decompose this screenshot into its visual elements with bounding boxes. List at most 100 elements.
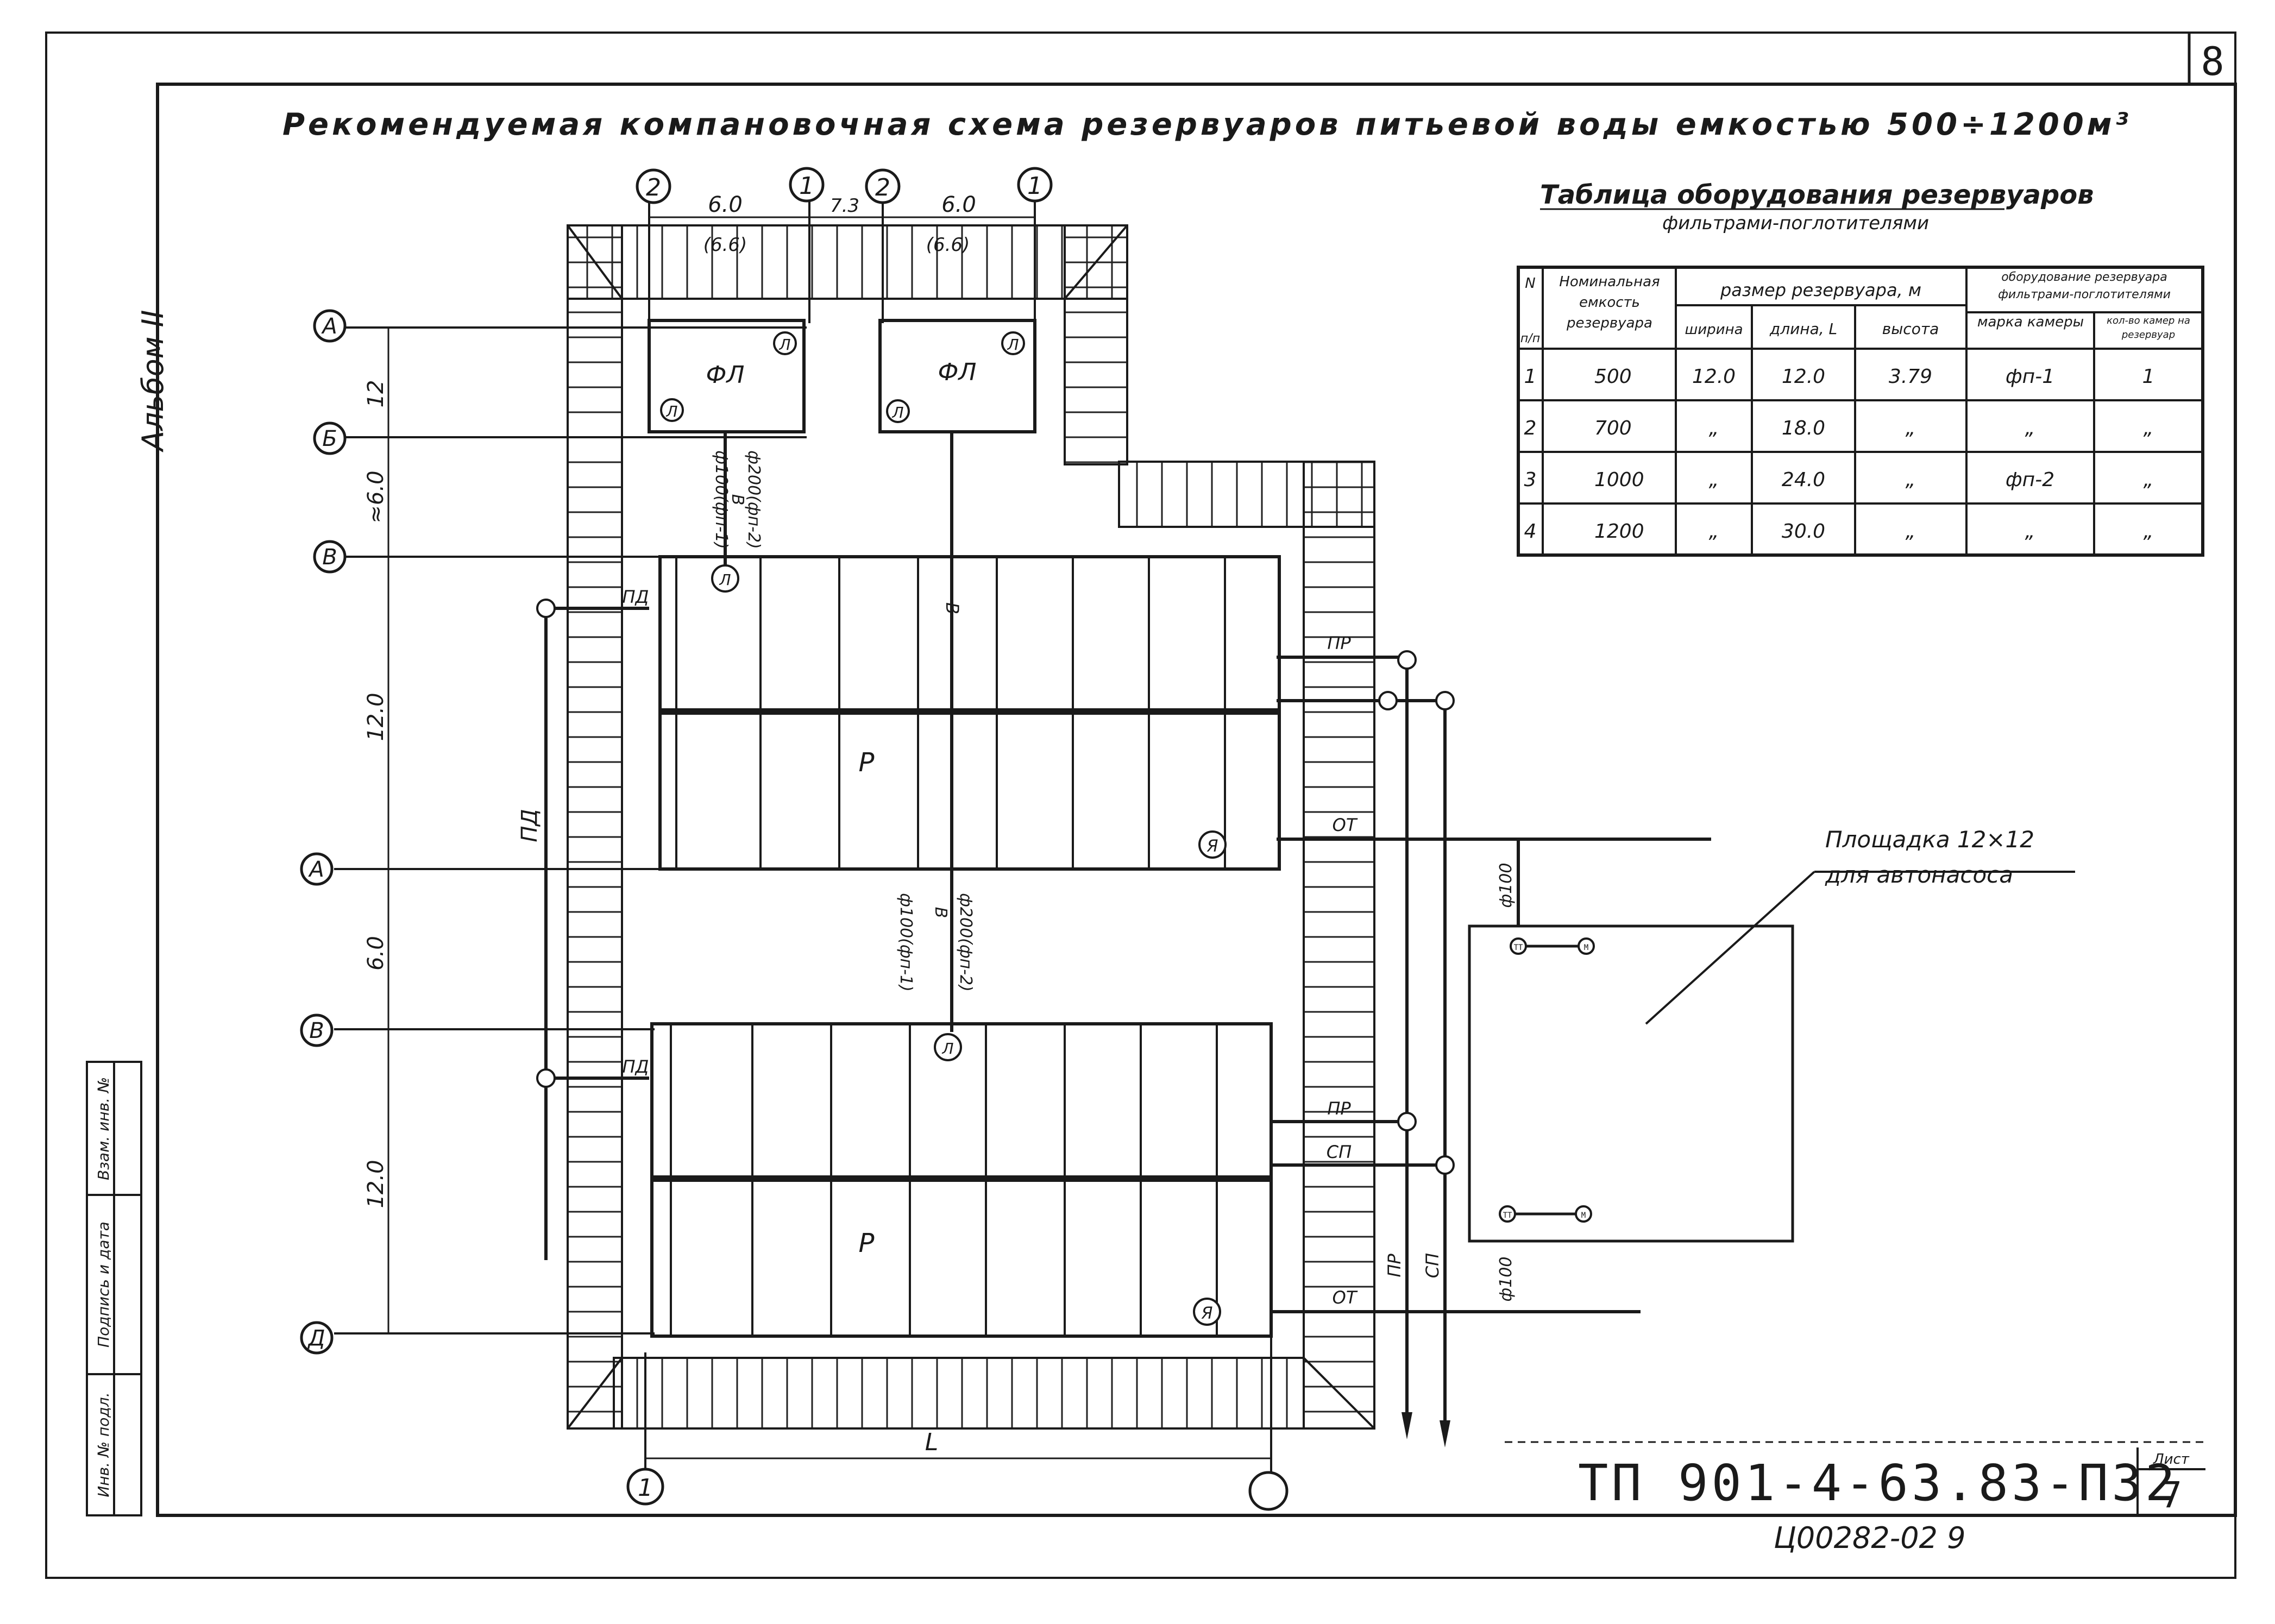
valve-marker-label: Л <box>665 402 677 420</box>
hydrant-cap <box>1510 937 1527 955</box>
header-equip-group: оборудование резервуара фильтрами-поглот… <box>1998 270 2171 301</box>
pipe-label: ОТ <box>1333 1287 1358 1308</box>
svg-text:Б: Б <box>322 426 337 451</box>
pipe-label: В <box>728 494 747 506</box>
svg-text:„: „ <box>1906 417 1916 439</box>
dimension-label: 12.0 <box>363 1160 388 1208</box>
pump-pad <box>1468 871 2075 1243</box>
svg-text:„: „ <box>2025 417 2035 439</box>
svg-text:„: „ <box>2144 520 2154 543</box>
pipe-label: СП <box>1422 1253 1443 1278</box>
pipe-marker <box>934 1033 962 1061</box>
hydrant-cap <box>1499 1205 1516 1223</box>
pipe-label: ОТ <box>1333 815 1358 835</box>
archive-number: Ц00282-02 9 <box>1774 1521 1965 1555</box>
pipe-marker <box>711 564 739 593</box>
pipe-label: ф100(фп-1) <box>896 893 915 992</box>
header-qty: кол-во камер на резервуар <box>2107 315 2190 341</box>
dimension-line-left <box>380 326 397 1335</box>
valve-marker-label: Л <box>778 336 790 354</box>
sheet-value: 7 <box>2160 1474 2182 1516</box>
svg-text:„: „ <box>1709 417 1719 439</box>
header-capacity-box: Номинальная емкость резервуара <box>1559 274 1660 331</box>
title-block <box>1505 1441 2205 1516</box>
axis-bubble-empty <box>1248 1471 1289 1511</box>
table-row: 2 700 „ 18.0 „ „ „ <box>1524 417 2154 439</box>
filter-chamber-right: ФЛ Л Л <box>878 319 1036 433</box>
svg-text:3.79: 3.79 <box>1889 366 1932 388</box>
table-subtitle: фильтрами-поглотителями <box>1662 212 1929 234</box>
axis-bubble: 1 <box>789 167 825 203</box>
filter-label: ФЛ <box>706 361 745 389</box>
embankment <box>567 224 1375 1430</box>
pipe-junction <box>536 599 556 618</box>
pipe-main <box>724 432 953 1032</box>
pipe-label: СП <box>1327 1142 1352 1162</box>
svg-text:„: „ <box>2144 469 2154 491</box>
axis-bubble: 2 <box>865 168 901 204</box>
tank-marker <box>1198 830 1227 859</box>
header-size-group: размер резервуара, м <box>1720 280 1921 300</box>
sheet-number: 8 <box>2201 39 2224 84</box>
svg-text:24.0: 24.0 <box>1782 469 1825 491</box>
svg-text:В: В <box>309 1018 324 1043</box>
svg-text:2: 2 <box>646 174 661 202</box>
svg-text:500: 500 <box>1594 366 1632 388</box>
svg-text:700: 700 <box>1594 417 1632 439</box>
tank-marker-label: Я <box>1206 837 1218 856</box>
pipe-junction <box>1378 691 1398 710</box>
dimension-label: 6.0 <box>363 936 388 971</box>
pad-label-line1: Площадка 12×12 <box>1825 826 2034 853</box>
header-width: ширина <box>1685 322 1743 338</box>
valve-marker <box>660 398 684 422</box>
margin-stamp <box>86 1061 142 1516</box>
svg-text:Д: Д <box>307 1326 325 1351</box>
sheet-label: Лист <box>2153 1451 2190 1468</box>
svg-text:А: А <box>307 857 324 882</box>
pipe-label: ф200(фп-2) <box>956 893 975 992</box>
dimension-label: 6.0 <box>941 192 976 217</box>
pipe-label: В <box>931 907 950 918</box>
header-qty-box: кол-во камер на резервуар <box>2107 315 2190 341</box>
filter-label: ФЛ <box>938 358 977 386</box>
header-chamber-box: марка камеры <box>1977 314 2084 330</box>
pipe-junction <box>536 1068 556 1088</box>
svg-text:„: „ <box>1709 469 1719 491</box>
pipe-label: ПД <box>517 809 542 842</box>
tank-label: Р <box>859 747 875 778</box>
hydrant-cap <box>1578 937 1595 955</box>
pipe-junction <box>1397 650 1417 670</box>
hydrant-cap-label: М <box>1581 1211 1586 1220</box>
tank-marker <box>1193 1298 1221 1326</box>
pipe-arrows <box>1402 1412 1450 1447</box>
valve-marker <box>773 331 797 355</box>
sheet-frame <box>45 32 2237 1579</box>
filter-chamber-left: ФЛ Л Л <box>648 319 806 433</box>
pipe-right-network <box>1271 656 1711 1434</box>
axis-bubble: 1 <box>1017 167 1053 203</box>
header-num: п/п <box>1520 332 1540 345</box>
dimension-label: ≈6.0 <box>363 470 388 523</box>
header-length: длина, L <box>1769 320 1837 338</box>
pipe-label: В <box>942 602 963 614</box>
svg-text:1200: 1200 <box>1594 520 1644 543</box>
pipe-junction <box>1435 691 1455 710</box>
equipment-table: Таблица оборудования резервуаров фильтра… <box>1517 180 2204 557</box>
svg-text:„: „ <box>1709 520 1719 543</box>
pipe-pd <box>544 607 649 1260</box>
pipe-label: ПР <box>1384 1254 1405 1277</box>
tank-label: Р <box>859 1228 875 1258</box>
pad-label-line2: для автонасоса <box>1825 861 2013 888</box>
hydrant-cap-label: ТТ <box>1503 1211 1512 1220</box>
pipe-label: ПР <box>1327 633 1351 653</box>
stamp-signature-date: Подпись и дата <box>95 1222 112 1348</box>
header-chamber: марка камеры <box>1977 314 2084 330</box>
document-code: ТП 901-4-63.83-П32 <box>1578 1454 2178 1512</box>
svg-text:фп-1: фп-1 <box>2006 366 2054 388</box>
site-plan: ФЛ Л Л ФЛ Л Л <box>300 167 2075 1511</box>
svg-text:1: 1 <box>1524 366 1537 388</box>
pipe-label: ф100 <box>1497 863 1516 908</box>
svg-text:фп-2: фп-2 <box>2006 469 2054 491</box>
dimension-label: 7.3 <box>830 195 859 217</box>
pipe-label: ПД <box>622 587 649 607</box>
